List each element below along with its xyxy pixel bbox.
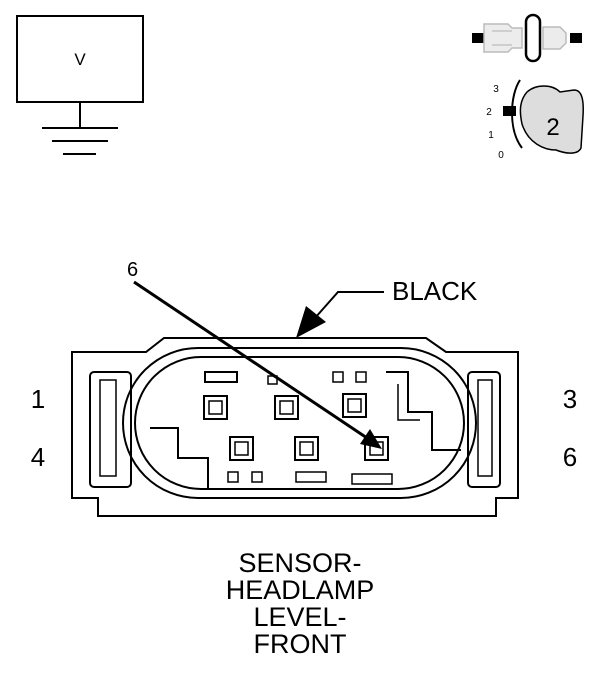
probe-arrow-head-icon: [360, 429, 382, 449]
pin-cavity-2: [274, 395, 299, 420]
connector-shell-outer: [122, 347, 477, 499]
caption-line: LEVEL-: [253, 602, 347, 632]
pin-label-4: 4: [31, 442, 45, 472]
ignition-selected-position: 2: [546, 114, 559, 141]
arrow-head-icon: [296, 306, 326, 338]
connector-body: [71, 337, 519, 517]
ignition-key-icon: 3 2 1 0 2: [486, 79, 584, 161]
probe-pointer: 6: [127, 259, 382, 449]
pin-cavity-4: [229, 436, 254, 461]
color-label-leader: BLACK: [296, 276, 478, 338]
pin-label-6: 6: [563, 442, 577, 472]
ignition-position-0: 0: [498, 150, 504, 161]
caption-line: SENSOR-: [238, 548, 362, 578]
probe-pin-label: 6: [127, 259, 138, 281]
connector-color-label: BLACK: [392, 276, 478, 306]
ignition-position-1: 1: [488, 130, 494, 141]
caption-line: FRONT: [253, 629, 347, 659]
pin-cavity-5: [294, 436, 319, 461]
ignition-position-3: 3: [493, 84, 499, 95]
caption-line: HEADLAMP: [225, 575, 375, 605]
pin-cavity-1: [203, 395, 228, 420]
pin-label-3: 3: [563, 384, 577, 414]
pin-cavity-3: [342, 393, 367, 418]
voltmeter-icon: V: [16, 15, 144, 155]
ignition-position-2: 2: [486, 107, 492, 118]
disconnect-connector-icon: [472, 13, 582, 63]
pin-label-1: 1: [31, 384, 45, 414]
connector-caption: SENSOR- HEADLAMP LEVEL- FRONT: [150, 550, 450, 658]
connector-outline: [71, 337, 519, 517]
connector-shell-inner: [134, 356, 465, 490]
meter-symbol: V: [74, 50, 86, 69]
